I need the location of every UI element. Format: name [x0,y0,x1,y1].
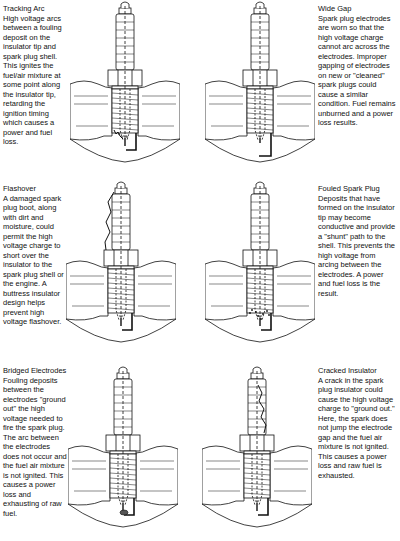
failure-description: A damaged spark plug boot, along with di… [3,194,65,327]
failure-heading: Cracked Insulator [318,366,398,376]
failure-description: High voltage arcs between a fouling depo… [3,14,69,147]
insulator-crack [258,385,266,433]
ground-electrode [126,133,136,150]
flashover-plug [66,182,176,342]
spark-plug [205,182,315,342]
flashover-arc [105,192,114,250]
failure-heading: Bridged Electrodes [3,366,67,376]
fouled-plug [205,182,315,342]
center-electrode [124,138,125,146]
failure-heading: Flashover [3,184,65,194]
caption-column: Fouled Spark PlugDeposits that have form… [318,184,398,298]
failure-description: Fouling deposits between the electrodes … [3,376,67,519]
caption-column: Bridged ElectrodesFouling deposits betwe… [3,366,67,518]
tracking-arc [114,130,123,139]
tracking-arc-plug [70,2,180,162]
failure-heading: Fouled Spark Plug [318,184,398,194]
spark-plug [66,182,176,342]
deposit-bridge [120,510,128,515]
center-electrode [120,318,121,326]
ground-electrode [258,498,268,515]
ground-electrode [259,133,271,156]
failure-heading: Wide Gap [318,4,398,14]
failure-description: A crack in the spark plug insulator coul… [318,376,398,481]
spark-plug [202,367,312,527]
caption-column: Wide GapSpark plug electrodes are worn s… [318,4,398,128]
failure-heading: Tracking Arc [3,4,69,14]
center-electrode [256,503,257,511]
center-electrode [259,138,260,143]
spark-plug [68,367,178,527]
caption-column: Cracked InsulatorA crack in the spark pl… [318,366,398,480]
spark-plug [70,2,180,162]
wide-gap-plug [205,2,315,162]
failure-description: Spark plug electrodes are worn so that t… [318,14,398,128]
ground-electrode [261,313,271,330]
deposit [118,133,128,138]
failure-description: Deposits that have formed on the insulat… [318,194,398,299]
caption-column: Tracking ArcHigh voltage arcs between a … [3,4,69,147]
ground-electrode [122,313,132,330]
spark-plug [205,2,315,162]
deposit [249,309,270,320]
caption-column: FlashoverA damaged spark plug boot, alon… [3,184,65,327]
bridged-electrodes-plug [68,367,178,527]
cracked-insulator-plug [202,367,312,527]
